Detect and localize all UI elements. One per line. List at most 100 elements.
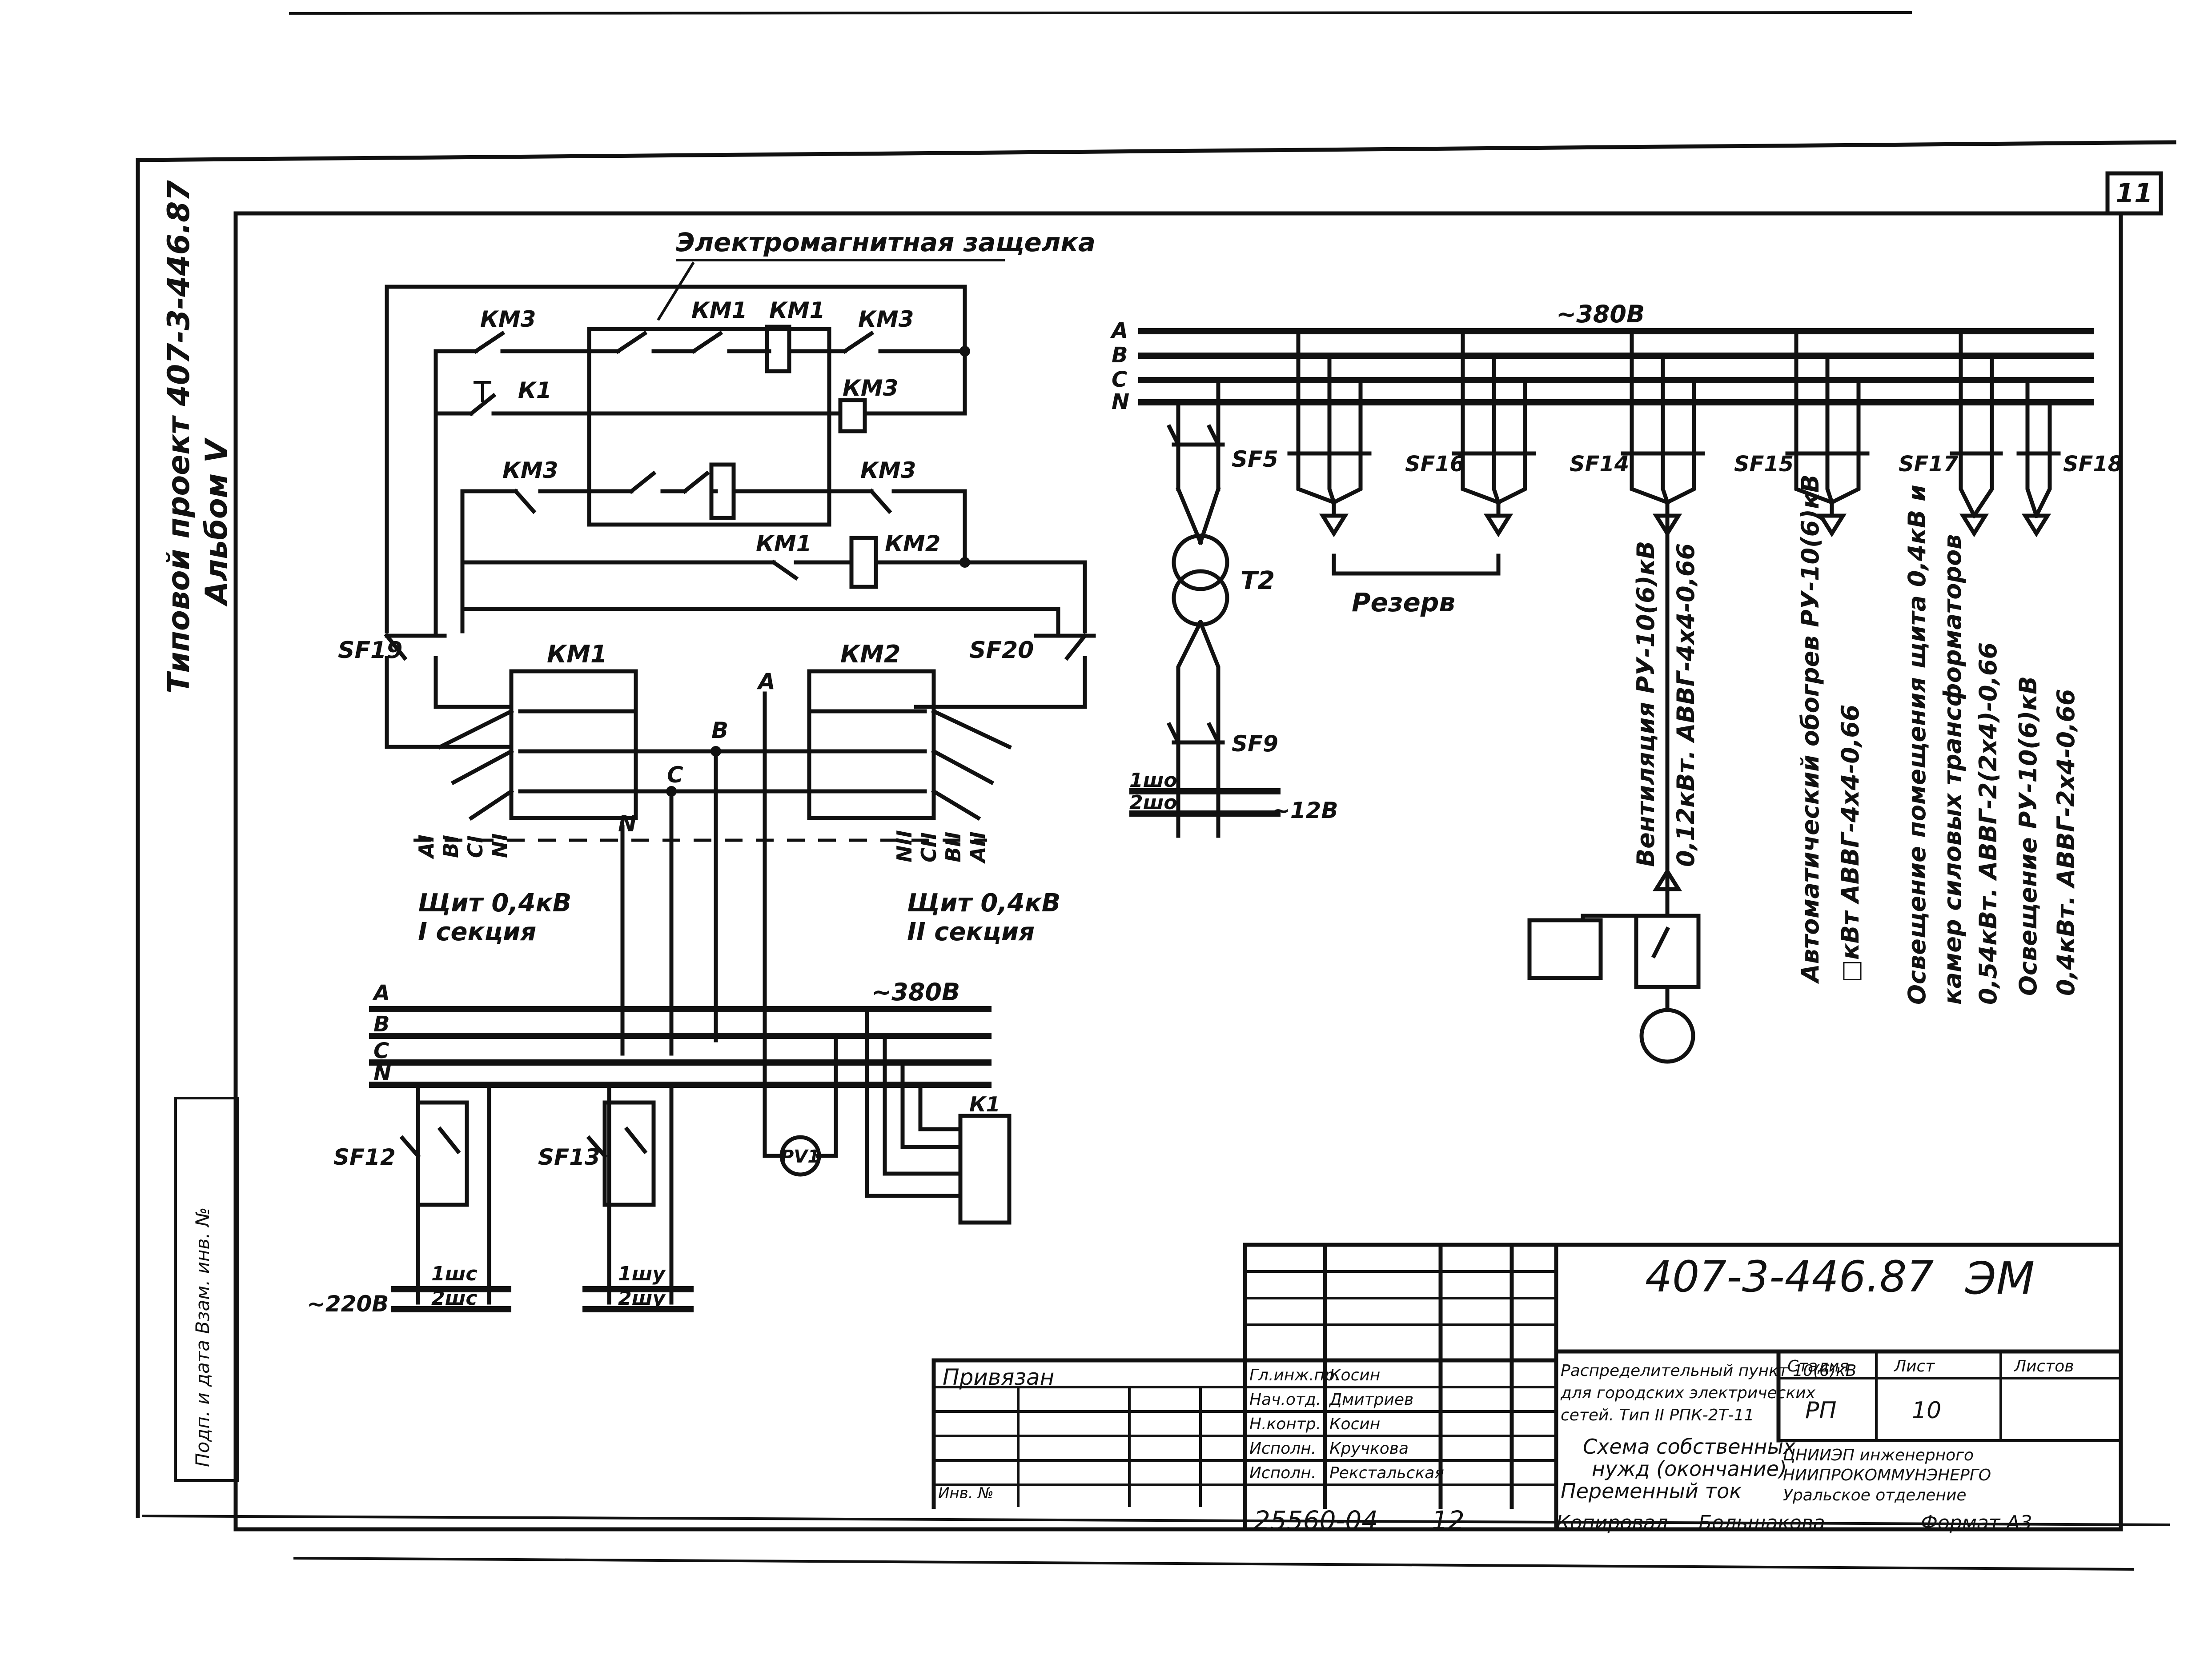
role-3: Н.контр. (1249, 1415, 1321, 1433)
t2-label: Т2 (1240, 566, 1275, 595)
title-block: 407-3-446.87 ЭМ Привязан Гл.инж.пр. Нач.… (931, 1243, 2123, 1536)
stage-header: Стадия (1787, 1357, 1849, 1375)
drawing-title-1: Схема собственных (1583, 1435, 1796, 1459)
em-latch-label: Электромагнитная защелка (676, 227, 1096, 257)
panel1-section: I секция (418, 918, 536, 946)
sf12-label: SF12 (333, 1144, 396, 1170)
phase-n-label: N (618, 811, 637, 837)
sf9-label: SF9 (1232, 731, 1278, 757)
terminal-bii: ВII (941, 832, 965, 862)
terminal-cii: СII (917, 832, 941, 862)
wire-1shs: 1шс (431, 1263, 477, 1285)
top-bus-n: N (1112, 389, 1129, 414)
phase-b-label: В (711, 718, 728, 743)
sf13-label: SF13 (538, 1144, 600, 1170)
object-line-2: для городских электрических (1560, 1384, 1816, 1402)
light2-caption-2: 0,4кВт. АВВГ-2х4-0,66 (2052, 689, 2080, 996)
km2-power-label: КМ2 (840, 640, 900, 668)
sf14-label: SF14 (1570, 452, 1629, 477)
sf19-label: SF19 (338, 637, 402, 664)
role-1: Гл.инж.пр. (1249, 1366, 1340, 1384)
stage-value: РП (1805, 1397, 1836, 1424)
sf17-label: SF17 (1899, 452, 1959, 477)
role-2: Нач.отд. (1249, 1391, 1321, 1409)
km1-power-label: КМ1 (547, 640, 607, 668)
bottom-bus-n: N (373, 1061, 391, 1086)
k1-label-1: К1 (518, 377, 552, 403)
light1-caption-3: 0,54кВт. АВВГ-2(2х4)-0,66 (1974, 642, 2002, 1005)
wire-1sho: 1шо (1129, 769, 1177, 792)
vent-caption-1: Вентиляция РУ-10(6)кВ (1632, 541, 1660, 867)
wire-2shs: 2шс (431, 1287, 477, 1310)
side-album: Альбом V (199, 437, 234, 607)
wire-2shu: 2шу (618, 1287, 666, 1310)
terminal-nii: NII (892, 830, 916, 862)
name-5: Рекстальская (1329, 1464, 1444, 1482)
panel2-section: II секция (907, 918, 1035, 946)
heat-caption-2: □кВт АВВГ-4х4-0,66 (1836, 705, 1864, 982)
pv1-label: PV1 (781, 1147, 820, 1167)
sheet-corner-number: 11 (2116, 178, 2153, 209)
sheet-header: Лист (1893, 1357, 1935, 1375)
sf5-label: SF5 (1232, 446, 1278, 472)
inv-number: 25560-04 (1254, 1505, 1378, 1536)
attached-label: Привязан (943, 1364, 1054, 1390)
km2-label-1: КМ2 (885, 531, 940, 557)
drawing-mark: ЭМ (1965, 1252, 2035, 1304)
sf18-label: SF18 (2063, 452, 2123, 477)
km3-label-3: КМ3 (843, 375, 898, 401)
bottom-bus-c: С (373, 1038, 389, 1063)
org-line-3: Уральское отделение (1783, 1486, 1967, 1504)
phase-c-label: С (667, 762, 683, 788)
control-circuit: Электромагнитная защелка (338, 227, 1096, 664)
wire-2sho: 2шо (1129, 791, 1177, 814)
role-4: Исполн. (1249, 1439, 1316, 1458)
name-1: Косин (1329, 1366, 1380, 1384)
phase-a-label: А (756, 669, 775, 694)
km1-label-3: КМ1 (756, 531, 811, 557)
sheet-value: 10 (1912, 1397, 1941, 1424)
light2-caption-1: Освещение РУ-10(6)кВ (2014, 676, 2042, 996)
name-4: Кручкова (1329, 1439, 1409, 1458)
km3-label-2: КМ3 (858, 306, 914, 332)
org-line-2: НИИПРОКОММУНЭНЕРГО (1783, 1466, 1991, 1484)
top-bus-c: С (1112, 367, 1127, 392)
km3-label-4: КМ3 (502, 457, 558, 483)
drawing-frame: 11 (136, 11, 2176, 1571)
org-line-1: ЦНИИЭП инженерного (1783, 1446, 1974, 1464)
km3-label-5: КМ3 (860, 457, 916, 483)
drawing-title-3: Переменный ток (1561, 1479, 1742, 1503)
sheets-header: Листов (2013, 1357, 2074, 1375)
terminal-ni: NI (488, 833, 512, 858)
power-switching: КМ1 КМ2 С В А N АI ВI СI (385, 640, 1087, 1140)
sf15-label: SF15 (1734, 452, 1794, 477)
feeder-group: SF16 SF14 SF15 SF17 SF18 (1287, 329, 2123, 914)
inv-label: Инв. № (938, 1484, 994, 1502)
bottom-bus-voltage: ~380В (871, 978, 960, 1006)
side-project-number: Типовой проект 407-3-446.87 (161, 180, 197, 694)
terminal-bi: ВI (439, 835, 463, 858)
inv-sheet: 12 (1432, 1505, 1465, 1536)
object-line-1: Распределительный пункт 10(6)кВ (1561, 1362, 1856, 1380)
voltage-220: ~220В (307, 1291, 389, 1317)
reserve-label: Резерв (1352, 587, 1455, 617)
format-label: Формат А3 (1921, 1512, 2032, 1534)
role-5: Исполн. (1249, 1464, 1316, 1482)
drawing-code: 407-3-446.87 (1645, 1252, 1934, 1302)
km1-label-2: КМ1 (769, 297, 825, 323)
panel2-title: Щит 0,4кВ (907, 889, 1060, 918)
sf20-label: SF20 (969, 637, 1034, 664)
side-signature-column: Подп. и дата Взам. инв. № (192, 1207, 213, 1467)
panel1-title: Щит 0,4кВ (418, 889, 571, 918)
top-bus-voltage: ~380В (1556, 300, 1645, 328)
km3-label-1: КМ3 (480, 306, 536, 332)
voltage-12: ~12В (1272, 798, 1338, 823)
light1-caption-1: Освещение помещения щита 0,4кВ и (1903, 485, 1931, 1005)
light1-caption-2: камер силовых трансформаторов (1939, 534, 1967, 1005)
top-bus-a: А (1110, 318, 1128, 343)
terminal-aii: АII (966, 831, 990, 864)
wire-1shu: 1шу (618, 1263, 666, 1285)
km1-label-1: КМ1 (691, 297, 747, 323)
